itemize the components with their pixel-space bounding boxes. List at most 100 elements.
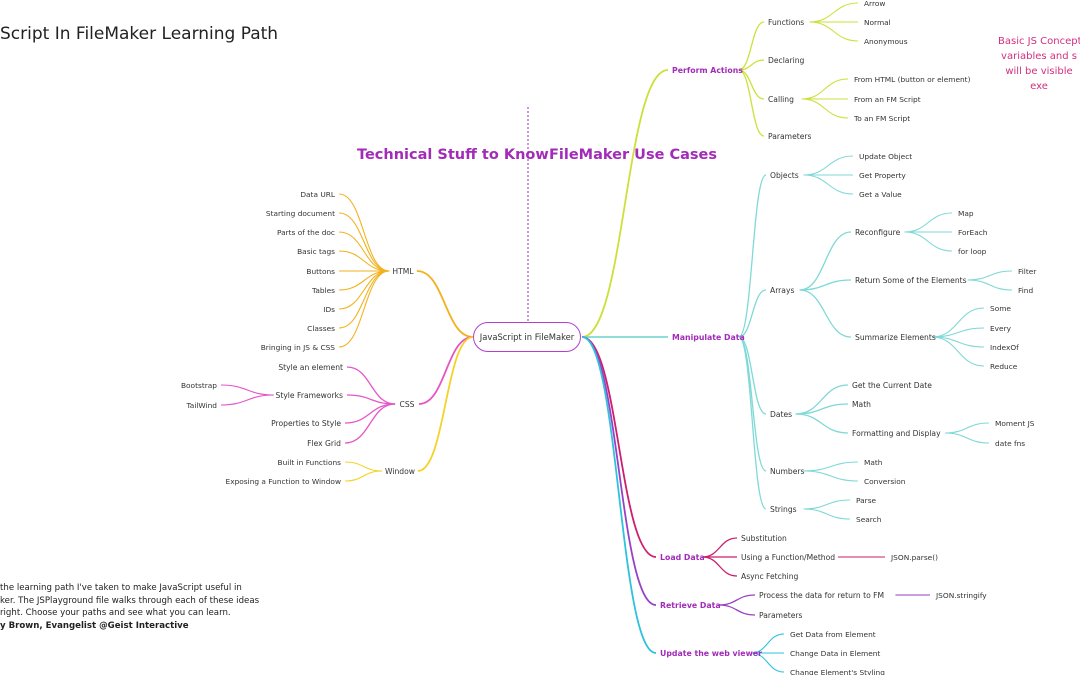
node-anonymous[interactable]: Anonymous (864, 37, 908, 46)
node-perform-actions[interactable]: Perform Actions (672, 66, 743, 75)
node-parameters[interactable]: Parameters (768, 132, 812, 141)
node-async-fetching[interactable]: Async Fetching (741, 572, 799, 581)
branch-line (944, 422, 990, 434)
branch-line (338, 270, 390, 310)
node-moment-js[interactable]: Moment JS (995, 419, 1035, 428)
node-json-parse[interactable]: JSON.parse() (890, 553, 938, 562)
mindmap-edges (220, 2, 1013, 673)
node-change-element-s-styling[interactable]: Change Element's Styling (790, 668, 885, 675)
node-flex-grid[interactable]: Flex Grid (307, 439, 341, 448)
node-built-in-functions[interactable]: Built in Functions (278, 458, 342, 467)
node-process-the-data-for-return-to-fm[interactable]: Process the data for return to FM (759, 591, 884, 600)
node-map[interactable]: Map (958, 209, 974, 218)
node-arrays[interactable]: Arrays (770, 286, 794, 295)
node-retrieve-data[interactable]: Retrieve Data (660, 601, 721, 610)
node-for-loop[interactable]: for loop (958, 247, 987, 256)
note-line: exe (1030, 81, 1048, 92)
node-strings[interactable]: Strings (770, 505, 797, 514)
node-dates[interactable]: Dates (770, 410, 792, 419)
note-basic-js: Basic JS Concept variables and s will be… (998, 34, 1080, 94)
node-math[interactable]: Math (852, 400, 871, 409)
node-foreach[interactable]: ForEach (958, 228, 988, 237)
branch-line (418, 336, 474, 405)
node-properties-to-style[interactable]: Properties to Style (271, 419, 341, 428)
node-tailwind[interactable]: TailWind (186, 401, 218, 410)
branch-line (803, 155, 854, 176)
branch-line (702, 537, 738, 558)
node-using-a-function-method[interactable]: Using a Function/Method (741, 553, 835, 562)
node-update-object[interactable]: Update Object (859, 152, 912, 161)
node-objects[interactable]: Objects (770, 171, 799, 180)
branch-line (801, 98, 849, 119)
central-node[interactable]: JavaScript in FileMaker (473, 322, 581, 352)
node-load-data[interactable]: Load Data (660, 553, 705, 562)
intro-line: right. Choose your paths and see what yo… (0, 608, 231, 618)
node-classes[interactable]: Classes (307, 324, 335, 333)
node-arrow[interactable]: Arrow (864, 0, 885, 8)
node-data-url[interactable]: Data URL (300, 190, 336, 199)
node-return-some-of-the-elements[interactable]: Return Some of the Elements (855, 276, 967, 285)
node-parts-of-the-doc[interactable]: Parts of the doc (277, 228, 335, 237)
node-normal[interactable]: Normal (864, 18, 891, 27)
node-html[interactable]: HTML (392, 267, 414, 276)
branch-line (738, 59, 765, 71)
node-starting-document[interactable]: Starting document (266, 209, 335, 218)
node-parameters[interactable]: Parameters (759, 611, 803, 620)
intro-text: the learning path I've taken to make Jav… (0, 582, 259, 632)
node-basic-tags[interactable]: Basic tags (297, 247, 335, 256)
branch-line (738, 69, 765, 137)
node-update-the-web-viewer[interactable]: Update the web viewer (660, 649, 762, 658)
branch-line (803, 499, 851, 510)
node-to-an-fm-script[interactable]: To an FM Script (853, 114, 910, 123)
node-tables[interactable]: Tables (311, 286, 335, 295)
node-change-data-in-element[interactable]: Change Data in Element (790, 649, 880, 658)
node-some[interactable]: Some (990, 304, 1011, 313)
node-reduce[interactable]: Reduce (990, 362, 1018, 371)
node-buttons[interactable]: Buttons (306, 267, 335, 276)
page-title: Script In FileMaker Learning Path (0, 24, 279, 44)
node-search[interactable]: Search (856, 515, 882, 524)
node-style-frameworks[interactable]: Style Frameworks (276, 391, 344, 400)
branch-line (416, 270, 474, 338)
node-date-fns[interactable]: date fns (995, 439, 1025, 448)
mindmap-labels: Perform Actions Functions ArrowNormalAnony… (181, 0, 1037, 675)
node-json-stringify[interactable]: JSON.stringify (935, 591, 987, 600)
node-from-html-button-or-element[interactable]: From HTML (button or element) (854, 75, 971, 84)
branch-line (751, 652, 785, 673)
node-calling[interactable]: Calling (768, 95, 794, 104)
node-find[interactable]: Find (1018, 286, 1033, 295)
node-bootstrap[interactable]: Bootstrap (181, 381, 217, 390)
node-substitution[interactable]: Substitution (741, 534, 787, 543)
node-bringing-in-js-css[interactable]: Bringing in JS & CSS (261, 343, 336, 352)
node-from-an-fm-script[interactable]: From an FM Script (854, 95, 921, 104)
branch-line (738, 336, 767, 415)
branch-line (809, 2, 859, 23)
node-get-data-from-element[interactable]: Get Data from Element (790, 630, 876, 639)
branch-line (581, 336, 657, 606)
node-reconfigure[interactable]: Reconfigure (855, 228, 901, 237)
node-summarize-elements[interactable]: Summarize Elements (855, 333, 936, 342)
node-math[interactable]: Math (864, 458, 883, 467)
node-every[interactable]: Every (990, 324, 1012, 333)
node-css[interactable]: CSS (400, 400, 415, 409)
node-window[interactable]: Window (385, 467, 415, 476)
branch-line (803, 461, 859, 472)
branch-line (581, 69, 669, 338)
node-formatting-and-display[interactable]: Formatting and Display (852, 429, 941, 438)
node-functions[interactable]: Functions (768, 18, 804, 27)
node-conversion[interactable]: Conversion (864, 477, 906, 486)
node-style-an-element[interactable]: Style an element (278, 363, 343, 372)
node-ids[interactable]: IDs (323, 305, 335, 314)
node-numbers[interactable]: Numbers (770, 467, 805, 476)
node-parse[interactable]: Parse (856, 496, 877, 505)
node-get-the-current-date[interactable]: Get the Current Date (852, 381, 932, 390)
node-manipulate-data[interactable]: Manipulate Data (672, 333, 745, 342)
heading-technical: Technical Stuff to Know (357, 147, 549, 163)
node-indexof[interactable]: IndexOf (990, 343, 1019, 352)
node-get-a-value[interactable]: Get a Value (859, 190, 902, 199)
node-get-property[interactable]: Get Property (859, 171, 906, 180)
node-declaring[interactable]: Declaring (768, 56, 805, 65)
node-filter[interactable]: Filter (1018, 267, 1037, 276)
node-exposing-a-function-to-window[interactable]: Exposing a Function to Window (226, 477, 341, 486)
